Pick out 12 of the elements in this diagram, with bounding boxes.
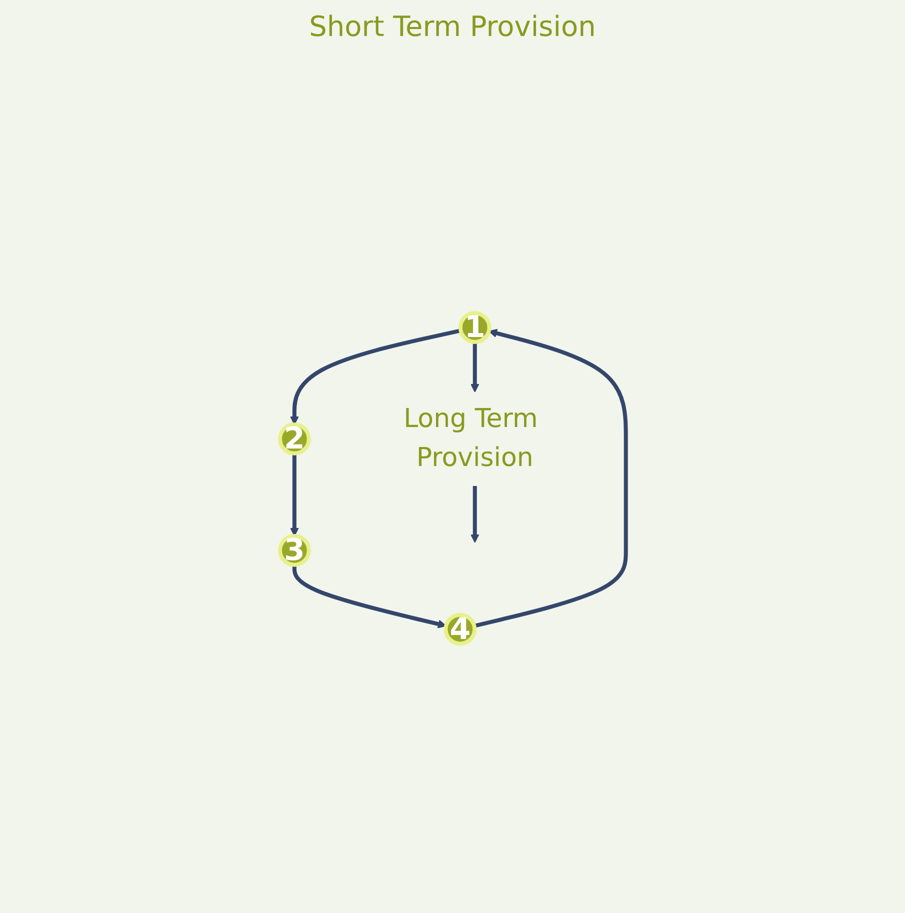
node-circle: 3 — [278, 534, 310, 566]
arrow — [292, 564, 446, 628]
arrow — [473, 328, 628, 628]
node-text: Long Term Provision — [403, 404, 538, 473]
node-circle: 4 — [443, 612, 476, 646]
arrow — [470, 486, 479, 542]
arrow — [290, 328, 461, 425]
node-circle: 2 — [278, 422, 310, 455]
center-label: Short Term Provision — [309, 10, 596, 43]
arrow — [470, 342, 479, 392]
node-circle: 1 — [458, 310, 491, 344]
arrow — [290, 453, 298, 536]
